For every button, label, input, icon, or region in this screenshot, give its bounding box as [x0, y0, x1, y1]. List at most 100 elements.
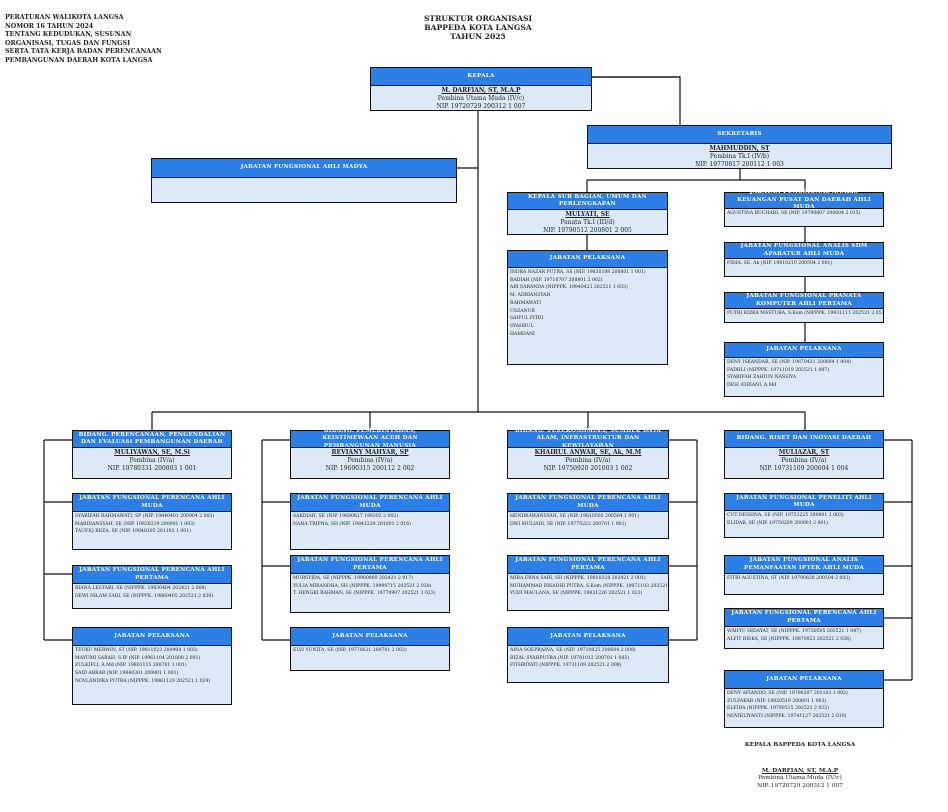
member-list: ELVI YUNITA, SE (NIP. 19770621 200701 2 … [291, 646, 449, 656]
official-rank: Pembina (IV/a) [129, 457, 175, 465]
regulation-line: SERTA TATA KERJA BADAN PERENCANAAN [5, 48, 162, 56]
member-item: YUDI MAULANA, SE (NIPPPK. 19831226 20252… [510, 591, 643, 597]
member-item: ELIDAR, SE (NIP. 19750209 200901 2 001) [727, 520, 829, 526]
member-item: AGUSTINA BUCHARI, SE (NIP. 19790807 2006… [727, 211, 861, 216]
box-title: JABATAN PELAKSANA [291, 628, 449, 646]
connector [151, 110, 806, 430]
member-item: MUHAMMAD RISADHI PUTRA, S.Kom (NIPPPK. 1… [510, 583, 668, 589]
connector [586, 168, 806, 342]
member-item: MAYUMI SARAH, S.IP (NIP. 19961104 201808… [75, 655, 201, 661]
connector [884, 439, 913, 681]
org-box-madya: JABATAN FUNGSIONAL AHLI MADYA [151, 158, 457, 203]
org-box-b3: BIDANG. PEREKONOMIAN, SUMBER DAYA ALAM, … [507, 428, 669, 479]
org-box-b2-pertama: JABATAN FUNGSIONAL PERENCANA AHLI PERTAM… [290, 555, 450, 613]
org-box-pranata: JABATAN FUNGSIONAL PRANATA KOMPUTER AHLI… [724, 292, 884, 323]
member-list: RIANA LESTARI, SE (NIPPPK. 19830404 2024… [73, 584, 231, 601]
member-item: TEUKU MERWIN, ST (NIP. 19811023 200904 1… [75, 648, 198, 653]
box-title: JABATAN FUNGSIONAL ANALIS PEMANFAATAN IP… [725, 556, 883, 574]
member-list: FIDIA, SE. Ak (NIP. 19810210 200504 2 00… [725, 259, 883, 269]
member-item: DESI ATRIANI, A.Md [727, 383, 777, 389]
box-title: BIDANG. PEREKONOMIAN, SUMBER DAYA ALAM, … [508, 428, 668, 449]
org-box-b2: BIDANG. PEMERINTAHAN, KEISTIMEWAAN ACEH … [290, 428, 450, 479]
org-box-b3-pertama: JABATAN FUNGSIONAL PERENCANA AHLI PERTAM… [507, 555, 669, 611]
member-item: NANA TRIPNA, SH (NIP. 19841230 201001 2 … [293, 521, 411, 527]
regulation-header: PERATURAN WALIKOTA LANGSA NOMOR 16 TAHUN… [5, 14, 162, 66]
box-title: BIDANG. PEMERINTAHAN, KEISTIMEWAAN ACEH … [291, 428, 449, 449]
member-list: AGUSTINA BUCHARI, SE (NIP. 19790807 2006… [725, 209, 883, 219]
official-name: REVIANY MAHYAR, SP [331, 449, 409, 456]
member-item: AINA SOEPRAINA, SE (NIP. 19710825 200604… [510, 648, 636, 653]
member-list: DENY AFIANDO, SE (NIP. 19790207 201103 1… [725, 689, 883, 722]
member-list: TEUKU MERWIN, ST (NIP. 19811023 200904 1… [73, 646, 231, 687]
org-box-kasubbag: KEPALA SUB BAGIAN, UMUM DAN PERLENGKAPAN… [507, 192, 668, 235]
member-item: SAKDIAH, SE (NIP. 19680817 199303 2 002) [293, 514, 399, 519]
member-item: MIRA ERNA SARI, SH (NIPPPK. 19810328 202… [510, 576, 646, 581]
box-title: JABATAN FUNGSIONAL PRANATA KOMPUTER AHLI… [725, 293, 883, 309]
member-list: SAKDIAH, SE (NIP. 19680817 199303 2 002)… [291, 512, 449, 529]
official-rank: Pembina Tk.I (IV/b) [709, 153, 770, 161]
official-nip: NIP. 19780331 200803 1 001 [107, 465, 197, 473]
regulation-line: TENTANG KEDUDUKAN, SUSUNAN [5, 31, 132, 39]
org-box-b2-pelaksana: JABATAN PELAKSANA ELVI YUNITA, SE (NIP. 1… [290, 627, 450, 671]
box-title: SEKRETARIS [588, 126, 891, 144]
member-list: FITRI AGUSTINA, ST (NIP. 19790828 200504… [725, 574, 883, 584]
member-item: FITRI AGUSTINA, ST (NIP. 19790828 200504… [727, 576, 851, 581]
official-rank: Pembina Utama Muda (IV/c) [437, 95, 525, 103]
box-title: JABATAN FUNGSIONAL PENELITI AHLI MUDA [725, 494, 883, 511]
official-rank: Penata Tk.I (III/d) [560, 219, 615, 227]
official-nip: NIP. 19770817 200112 1 003 [695, 161, 784, 169]
member-item: DWI MULIADI, SE (NIP. 19770222 200701 1 … [510, 521, 627, 527]
member-item: MARDIANSYAH, SE (NIP. 19820319 200901 1 … [75, 521, 195, 527]
member-item: ARI SARANDA (NIPPPK. 19940423 202521 1 0… [510, 285, 628, 291]
member-item: SAID ABRAR (NIP. 19840301 200801 1 001) [75, 671, 179, 677]
official-nip: NIP. 19790512 200801 2 005 [543, 227, 632, 235]
official-rank: Pembina (IV/a) [347, 457, 393, 465]
title-line: BAPPEDA KOTA LANGSA [424, 23, 532, 32]
member-item: TAUFIQ REZA, SE (NIP. 19840205 201102 1 … [75, 529, 191, 535]
signature-title: KEPALA BAPPEDA KOTA LANGSA [744, 742, 856, 748]
official-name: M. DARFIAN, ST, M.A.P [441, 87, 521, 94]
org-box-analis-keuangan: JABATAN FUNGSIONAL ANALIS KEUANGAN PUSAT… [724, 189, 884, 227]
official-name: MAHMUDDIN, ST [709, 145, 770, 152]
member-list: DENY ISKANDAR, SE (NIP. 19870421 200604 … [725, 358, 883, 391]
member-list: CUT DESSINA, SE (NIP. 19751225 200801 2 … [725, 511, 883, 528]
member-list: SYARIFAH RAHMAWATI, SP (NIP. 19840401 20… [73, 512, 231, 537]
member-list: WAHYU HIDAYAT, SE (NIPPPK. 19750505 2025… [725, 627, 883, 644]
official-nip: NIP. 19731109 200604 1 004 [759, 465, 849, 473]
chart-title: STRUKTUR ORGANISASI BAPPEDA KOTA LANGSA … [398, 14, 558, 41]
official-name: KHAIRUL ANWAR, SE, Ak, M.M [534, 449, 642, 456]
member-item: ELFIDA (NIPPPK. 19790515 202521 2 033) [727, 706, 829, 712]
member-item: NOVLANDIKA PUTRA (NIPPPK. 19861129 20252… [75, 678, 211, 684]
member-list [152, 178, 456, 180]
member-item: ZULFAKAR (NIP. 19820519 200801 1 003) [727, 698, 827, 704]
member-item: ELVI YUNITA, SE (NIP. 19770621 200701 2 … [293, 648, 407, 653]
box-title: JABATAN FUNGSIONAL PERENCANA AHLI PERTAM… [508, 556, 668, 574]
official-rank: Pembina (IV/a) [565, 457, 611, 465]
regulation-line: ORGANISASI, TUGAS DAN FUNGSI [5, 39, 131, 47]
signature-name: M. DARFIAN, ST, M.A.P [761, 767, 839, 774]
title-line: STRUKTUR ORGANISASI [423, 14, 533, 23]
member-item: WAHYU HIDAYAT, SE (NIPPPK. 19750505 2025… [727, 629, 861, 634]
member-item: ZULKIFLI, A.Md (NIP. 19801115 200701 1 0… [75, 663, 187, 669]
box-title: JABATAN FUNGSIONAL ANALIS SDM APARATUR A… [725, 243, 883, 259]
member-item: RIANA LESTARI, SE (NIPPPK. 19830404 2024… [75, 586, 207, 591]
member-list: MURSYIDA, SE (NIPPPK. 19900809 202421 2 … [291, 574, 449, 599]
official-nip: NIP. 19750920 201003 1 002 [543, 465, 633, 473]
box-title: JABATAN PELAKSANA [725, 343, 883, 358]
member-item: PUTRI RIZKA MASTURA, S.Kom (NIPPPK. 1993… [727, 311, 883, 316]
member-list: PUTRI RIZKA MASTURA, S.Kom (NIPPPK. 1993… [725, 309, 883, 319]
member-item: ALFIT RISKA, SE (NIPPPK. 19870923 202521… [727, 636, 851, 642]
member-item: HENDRAWANSYAH, SE (NIP. 19810503 200504 … [510, 514, 639, 519]
connector [669, 439, 698, 641]
